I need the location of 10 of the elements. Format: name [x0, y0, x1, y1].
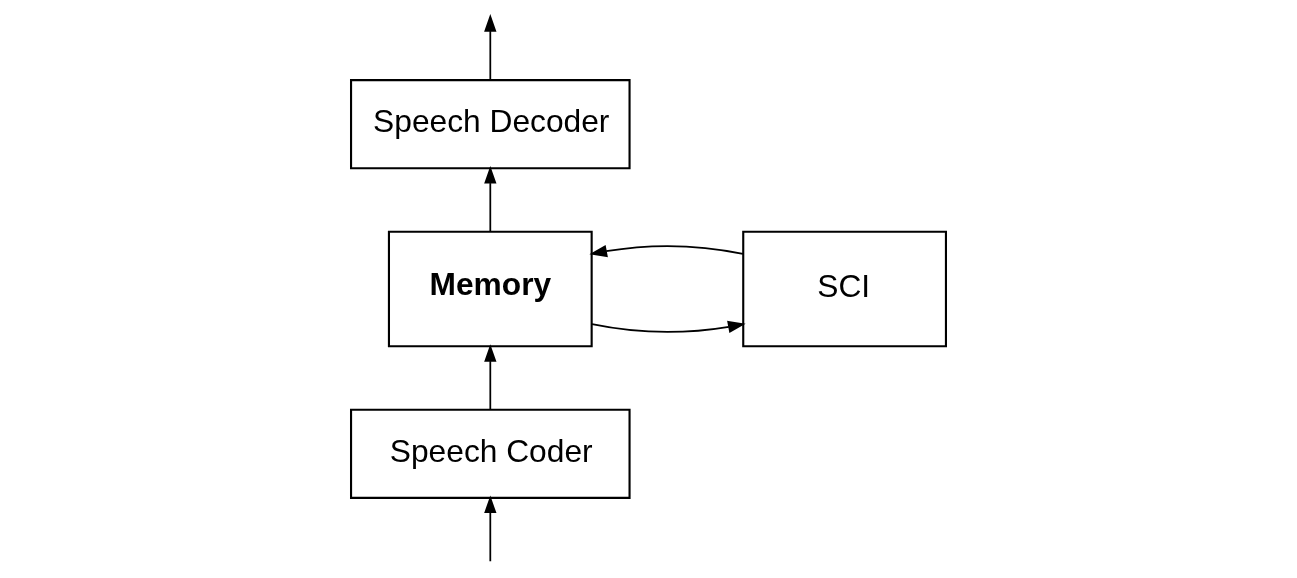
node-box: SCI [742, 230, 947, 348]
arrow [484, 14, 497, 81]
node-box: Speech Coder [350, 408, 631, 499]
arrow [591, 320, 746, 333]
arrow [484, 344, 497, 411]
node-box: Memory [387, 230, 593, 348]
arrow [484, 495, 497, 563]
arrow [484, 165, 497, 233]
node-box: Speech Decoder [350, 79, 631, 170]
arrow [589, 245, 744, 258]
